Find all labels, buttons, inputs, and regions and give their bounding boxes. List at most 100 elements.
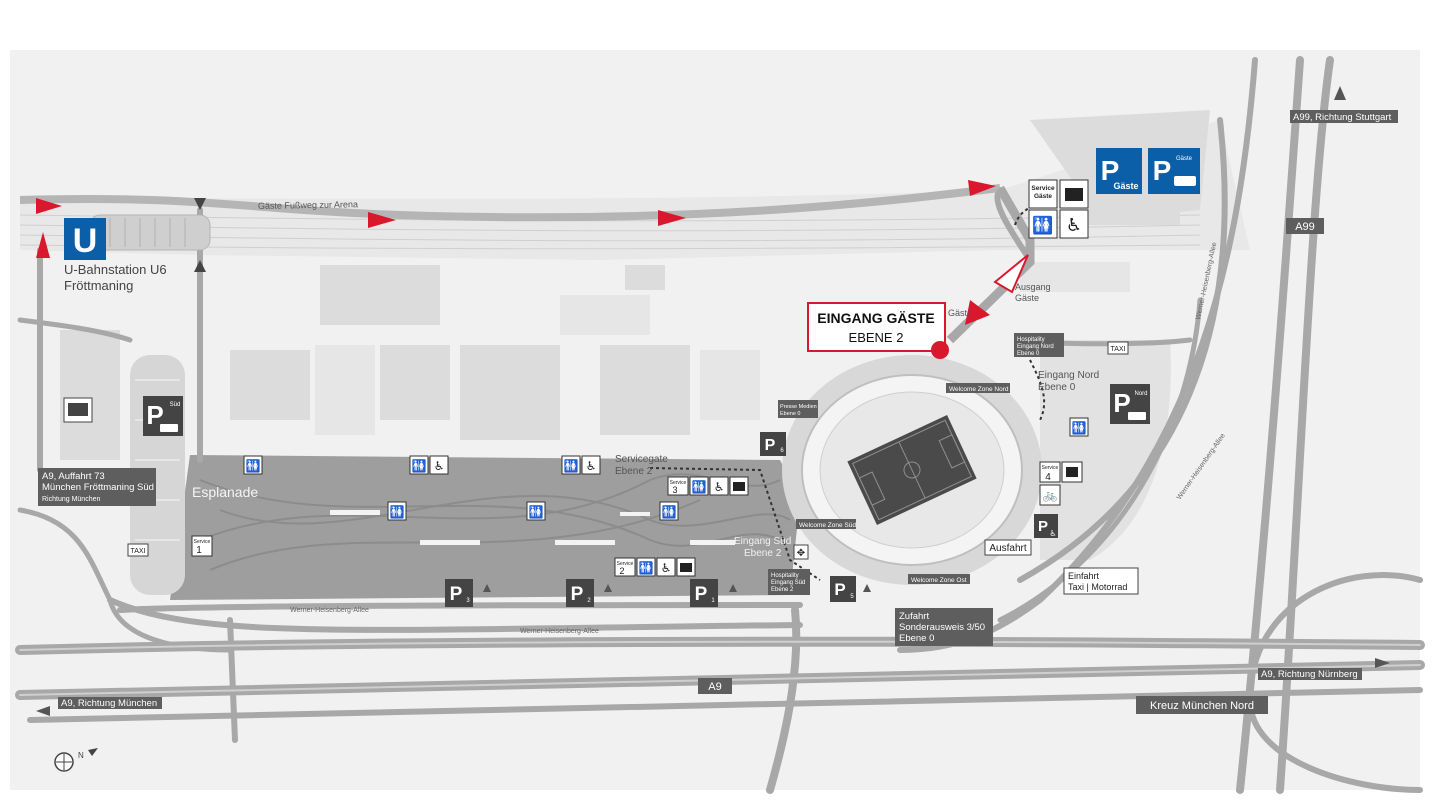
bus-icon (1174, 176, 1196, 186)
svg-text:Welcome Zone Nord: Welcome Zone Nord (949, 386, 1009, 393)
wheelchair-icon: ♿ (661, 561, 672, 575)
svg-text:Service: Service (1031, 185, 1055, 192)
guest-footway-diagonal (946, 185, 1035, 344)
svg-text:Nord: Nord (1134, 391, 1147, 397)
svg-text:Sonderausweis 3/50: Sonderausweis 3/50 (899, 622, 985, 633)
guest-footway (19, 184, 1001, 222)
service1-sign: Service 1 (191, 535, 213, 557)
svg-text:Eingang Nord: Eingang Nord (1017, 344, 1054, 350)
svg-text:🚻: 🚻 (412, 459, 427, 473)
svg-text:Presse Medien: Presse Medien (780, 404, 817, 410)
svg-text:1: 1 (196, 545, 202, 556)
svg-text:Hospitality: Hospitality (771, 573, 799, 579)
svg-text:Hospitality: Hospitality (1017, 337, 1045, 343)
svg-text:P: P (1101, 155, 1120, 186)
ubahn-name: U-Bahnstation U6 (64, 262, 167, 277)
svg-text:TAXI: TAXI (1110, 346, 1125, 353)
svg-text:Service: Service (1042, 465, 1059, 471)
wheelchair-icon: ♿ (714, 480, 725, 494)
guest-entrance-marker[interactable] (931, 341, 949, 359)
svg-text:✥: ✥ (797, 548, 805, 559)
welcome-zone-ost: Welcome Zone Ost (908, 574, 970, 584)
ubahn-station: Fröttmaning (64, 278, 133, 293)
toilet-icons-plaza: 🚻 🚻 ♿ 🚻 ♿ 🚻 🚻 🚻 (243, 455, 679, 521)
svg-text:P: P (571, 584, 584, 605)
svg-text:Eingang Süd: Eingang Süd (771, 580, 805, 586)
ausgang-label-1: Ausgang (1015, 282, 1051, 292)
parking-nord-sign[interactable]: P Nord (1110, 384, 1150, 424)
svg-text:Gäste: Gäste (1176, 156, 1193, 162)
parking-p5-sign[interactable]: P 5 (830, 576, 856, 602)
svg-text:Taxi | Motorrad: Taxi | Motorrad (1068, 582, 1127, 592)
einfahrt-sign: Einfahrt Taxi | Motorrad (1063, 567, 1139, 595)
ubahn-u-icon: U (73, 222, 98, 260)
welcome-zone-nord: Welcome Zone Nord (946, 383, 1010, 393)
svg-text:Welcome Zone Süd: Welcome Zone Süd (799, 522, 856, 529)
svg-text:4: 4 (1045, 472, 1051, 483)
svg-text:Ebene 0: Ebene 0 (780, 411, 801, 417)
guest-entrance-callout: EINGANG GÄSTE EBENE 2 (807, 302, 949, 359)
svg-text:Süd: Süd (170, 402, 181, 408)
parking-p6-sign[interactable]: P 6 (760, 432, 786, 456)
ubahn-sign[interactable]: U (64, 218, 106, 260)
eingang-nord-2: Ebene 0 (1038, 382, 1076, 393)
svg-text:3: 3 (466, 598, 470, 604)
svg-text:A9, Richtung München: A9, Richtung München (61, 698, 157, 709)
svg-text:A99: A99 (1295, 221, 1315, 233)
svg-text:Service: Service (617, 561, 634, 567)
svg-text:P: P (146, 400, 163, 430)
hospitality-sued-sign: Hospitality Eingang Süd Ebene 2 (768, 569, 810, 595)
service4-sign: Service 4 🚲 (1039, 461, 1083, 506)
svg-text:P: P (765, 437, 776, 454)
svg-text:A99, Richtung Stuttgart: A99, Richtung Stuttgart (1293, 112, 1392, 123)
eingang-sued-2: Ebene 2 (744, 548, 782, 559)
buildings (60, 200, 1180, 460)
plaza-curves (199, 473, 791, 571)
parking-p1-sign[interactable]: P 1 (690, 579, 718, 607)
zufahrt-sign: Zufahrt Sonderausweis 3/50 Ebene 0 (895, 608, 993, 646)
parking-guest-sign[interactable]: P Gäste (1096, 148, 1142, 194)
svg-text:A9: A9 (708, 681, 721, 693)
svg-text:2: 2 (587, 598, 591, 604)
parking-sued-sign[interactable]: P Süd (143, 396, 183, 436)
service-gaeste-block: Service Gäste 🚻 ♿ (1028, 179, 1089, 239)
toilet-icon: 🚻 (692, 480, 707, 494)
parking-guest-bus-sign[interactable]: P Gäste (1148, 148, 1200, 194)
toilet-icon: 🚻 (1032, 215, 1053, 236)
svg-text:P: P (1113, 388, 1130, 418)
svg-text:München Fröttmaning Süd: München Fröttmaning Süd (42, 482, 154, 493)
svg-text:2: 2 (619, 566, 624, 576)
svg-text:Kreuz München Nord: Kreuz München Nord (1150, 700, 1254, 712)
parking-p7-disabled[interactable]: P ♿ (1034, 514, 1058, 538)
welcome-zone-sued: Welcome Zone Süd (796, 519, 856, 529)
svg-text:Ebene 0: Ebene 0 (1017, 351, 1040, 357)
a9-auffahrt-sign: A9, Auffahrt 73 München Fröttmaning Süd … (38, 468, 156, 506)
svg-text:Service: Service (670, 480, 687, 486)
svg-text:3: 3 (672, 485, 677, 495)
eingang-nord-1: Eingang Nord (1038, 370, 1099, 381)
plaza-benches (330, 510, 735, 545)
svg-text:♿: ♿ (586, 459, 597, 473)
svg-text:Service: Service (194, 539, 211, 545)
svg-text:🚻: 🚻 (1072, 421, 1087, 435)
ausgang-label-2: Gäste (1015, 293, 1039, 303)
svg-text:6: 6 (780, 448, 784, 454)
a99-stuttgart-sign: A99, Richtung Stuttgart (1290, 86, 1398, 123)
servicegate-1: Servicegate (615, 454, 668, 465)
toilet-icon: 🚻 (639, 561, 654, 575)
ubahn-platform (89, 214, 211, 251)
callout-title: EINGANG GÄSTE (817, 310, 934, 326)
parking-p3-sign[interactable]: P 3 (445, 579, 473, 607)
press-media-sign: Presse Medien Ebene 0 (778, 400, 818, 418)
wheelchair-icon: ♿ (1066, 215, 1082, 236)
svg-text:TAXI: TAXI (130, 548, 145, 555)
service2-block: Service 2 🚻 ♿ (614, 557, 696, 577)
svg-text:🚻: 🚻 (662, 505, 677, 519)
parking-p2-sign[interactable]: P 2 (566, 579, 594, 607)
svg-text:🚻: 🚻 (246, 459, 261, 473)
eingang-sued-1: Eingang Süd (734, 536, 791, 547)
railway-area (20, 120, 1250, 260)
a9-nuernberg-sign: A9, Richtung Nürnberg (1258, 658, 1390, 680)
svg-text:P: P (695, 584, 708, 605)
hospitality-nord-sign: Hospitality Eingang Nord Ebene 0 (1014, 333, 1064, 357)
